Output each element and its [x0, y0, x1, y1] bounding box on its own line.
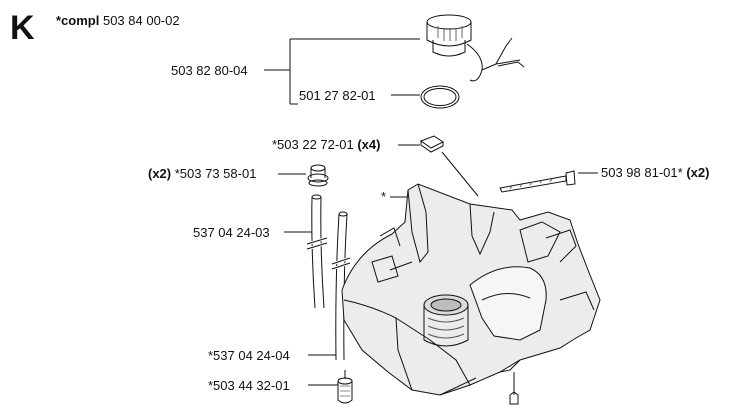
grommet-part-number: *503 73 58-01	[174, 166, 257, 181]
screw-drawing	[499, 170, 576, 193]
o-ring-label: 501 27 82-01	[299, 88, 376, 103]
fitting-drawing	[509, 391, 519, 405]
screw-part-number: 503 98 81-01*	[601, 165, 683, 180]
hose-a-label: 537 04 24-03	[193, 225, 270, 240]
hose-b-drawing	[331, 211, 351, 361]
nut-part-number: *503 22 72-01	[272, 137, 354, 152]
grommet-callout: (x2) *503 73 58-01	[148, 166, 256, 181]
hose-b-label: *537 04 24-04	[208, 348, 290, 363]
compl-label: *compl	[56, 13, 100, 28]
tank-marker: *	[381, 189, 387, 204]
nut-quantity: (x4)	[357, 137, 381, 152]
nut-callout: *503 22 72-01 (x4)	[272, 137, 380, 152]
o-ring-drawing	[420, 85, 460, 109]
compl-part-number: 503 84 00-02	[102, 13, 180, 28]
screw-quantity: (x2)	[686, 165, 710, 180]
grommet-quantity: (x2)	[148, 166, 172, 181]
screw-callout: 503 98 81-01* (x2)	[601, 165, 709, 180]
tank-cap-drawing	[426, 14, 525, 82]
tank-cap-assy-label: 503 82 80-04	[171, 63, 248, 78]
fuel-tank-drawing	[341, 183, 601, 396]
filter-label: *503 44 32-01	[208, 378, 290, 393]
nut-drawing	[419, 135, 444, 153]
fuel-filter-drawing	[337, 370, 353, 404]
hose-a-drawing	[306, 194, 328, 309]
grommet-drawing	[307, 164, 329, 187]
compl-heading: *compl 503 84 00-02	[56, 13, 180, 28]
section-letter: K	[10, 9, 35, 47]
leader-lines	[264, 38, 598, 395]
